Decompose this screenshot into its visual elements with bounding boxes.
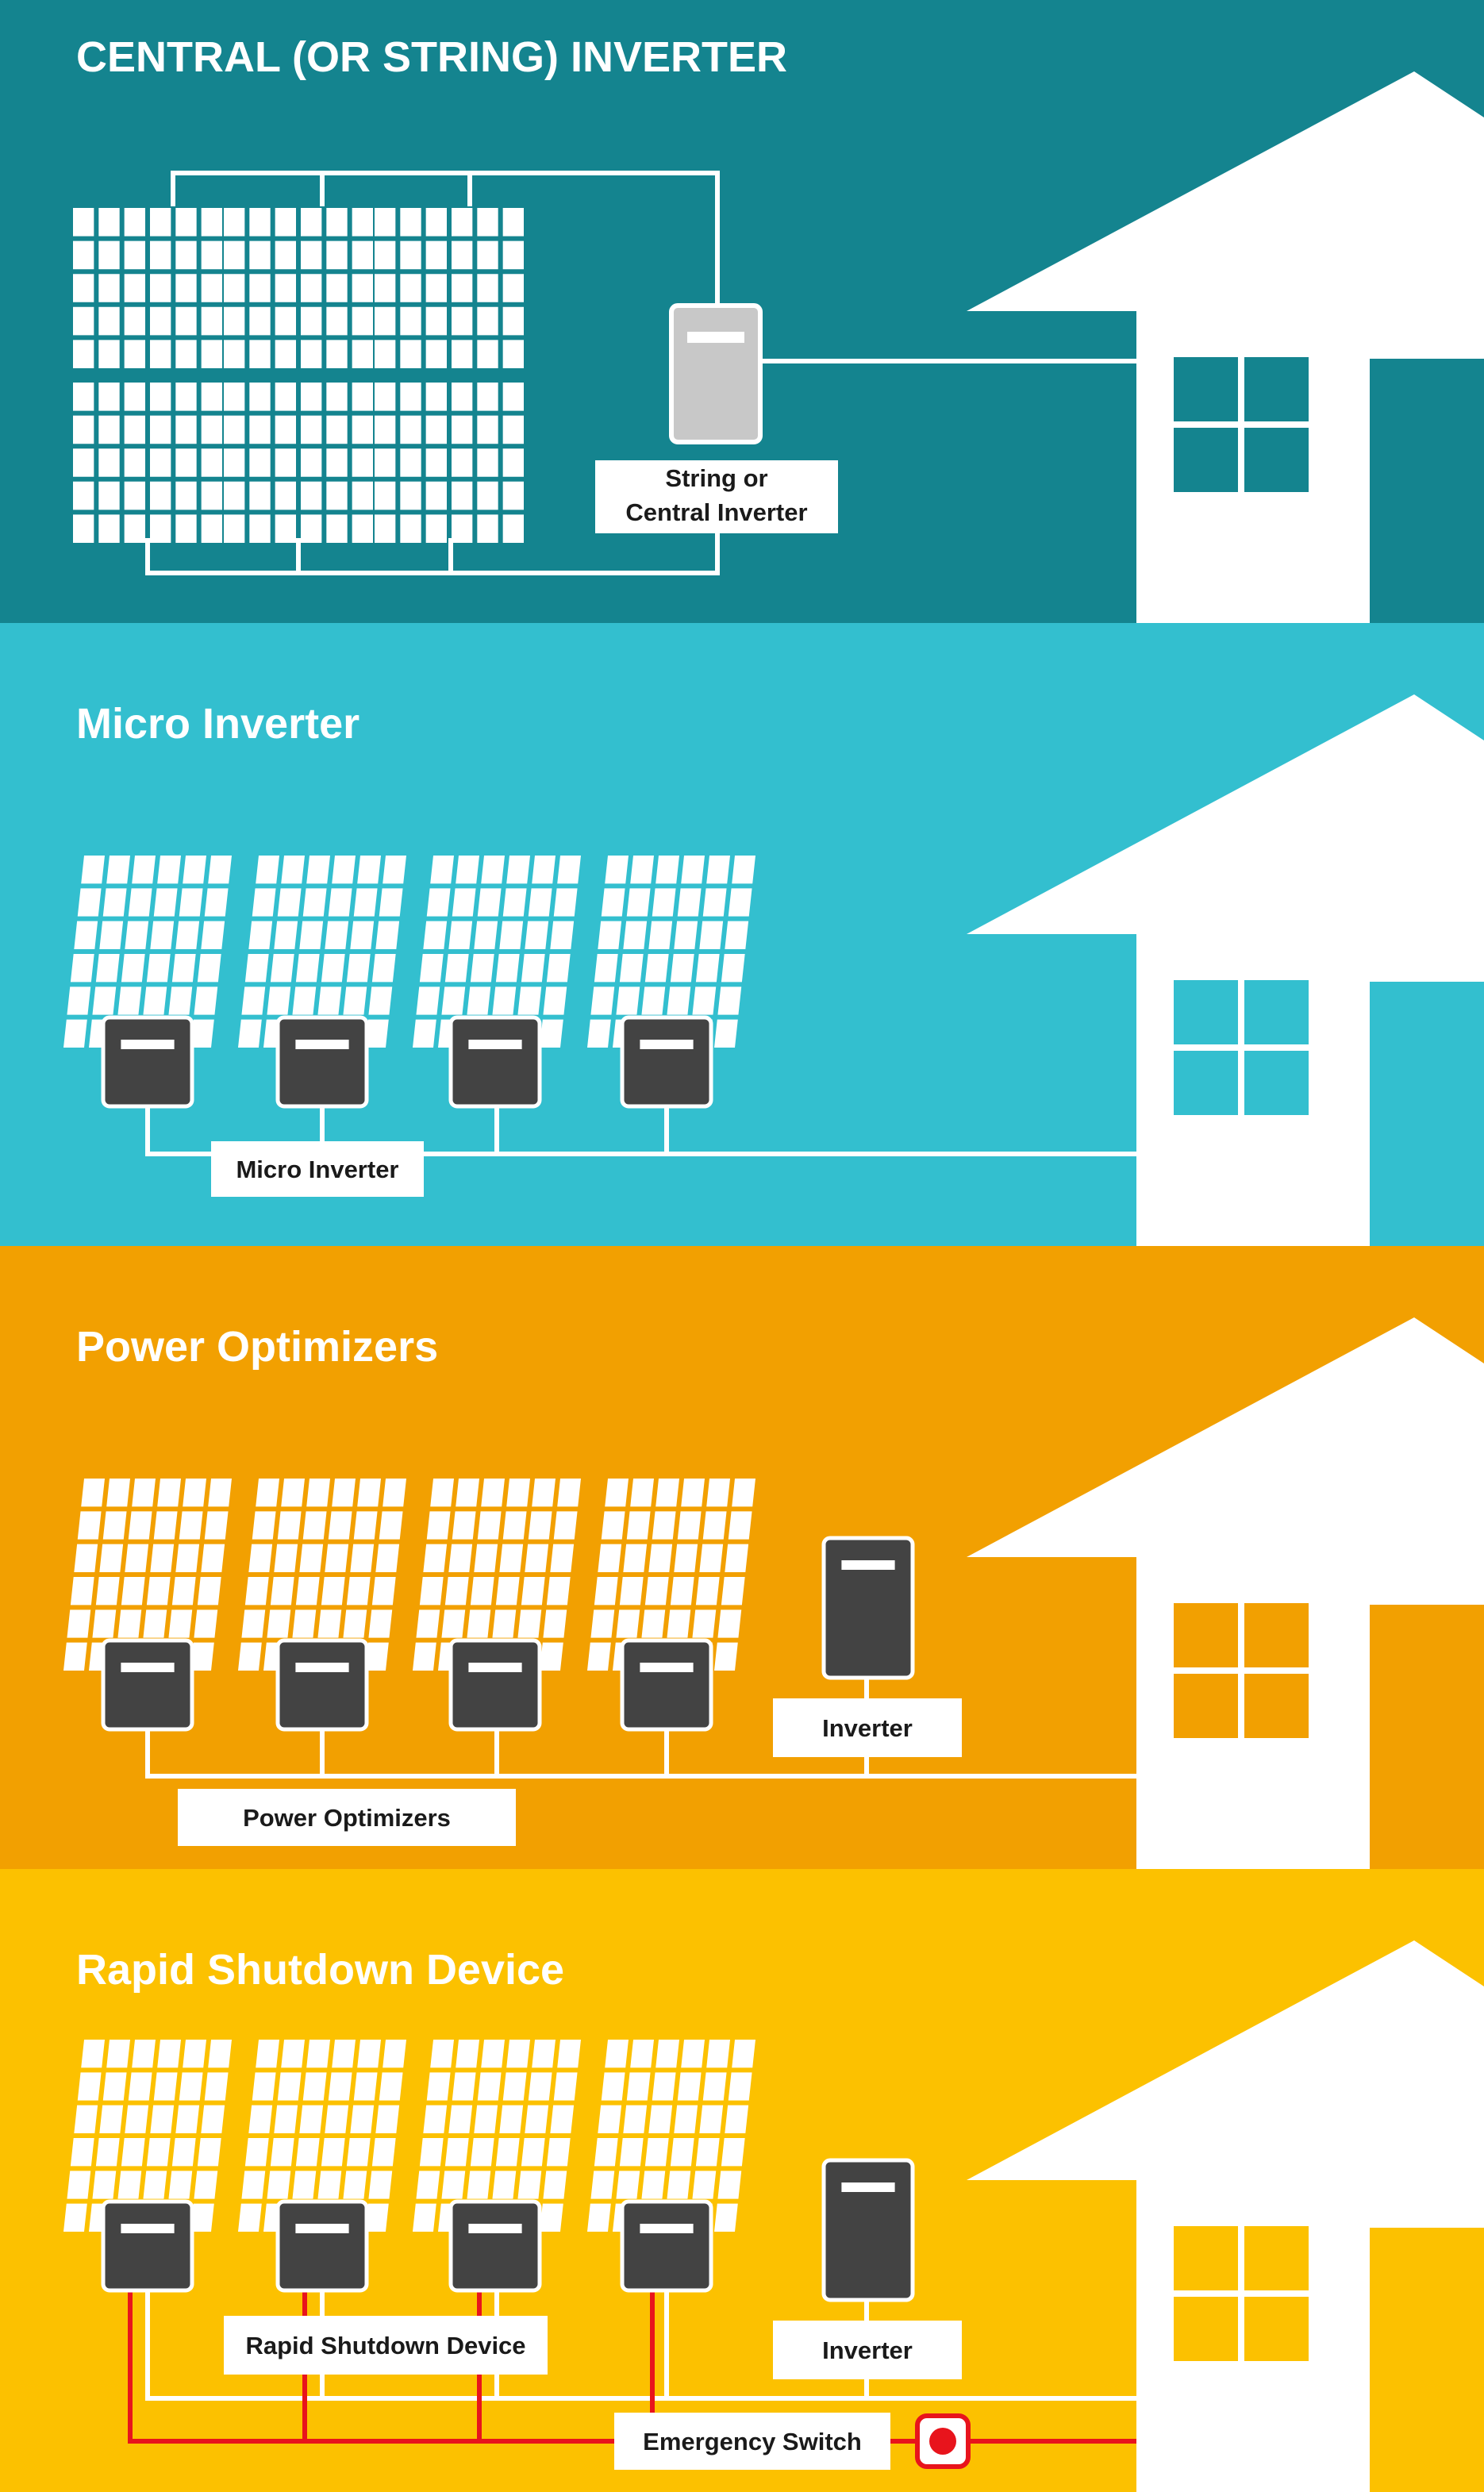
- optimizer-label: Power Optimizers: [243, 1804, 451, 1832]
- central-label-box: [595, 460, 838, 533]
- house-icon: [967, 694, 1484, 1246]
- solar-panel-icon: [375, 208, 524, 368]
- house-icon: [967, 71, 1484, 623]
- rapid-shutdown-icon: [620, 2199, 713, 2293]
- solar-panel-icon: [224, 383, 373, 543]
- house-icon: [967, 1940, 1484, 2492]
- inverter-icon: [101, 1015, 194, 1109]
- optimizer-icon: [448, 1638, 542, 1732]
- optimizer-icon: [101, 1638, 194, 1732]
- emergency-switch-label-box: [614, 2413, 890, 2470]
- section-central-title: CENTRAL (OR STRING) INVERTER: [76, 33, 787, 81]
- solar-panel-icon: [73, 383, 222, 543]
- solar-panel-icon: [413, 856, 581, 1048]
- solar-panel-icon: [587, 2040, 755, 2232]
- solar-panel-icon: [375, 383, 524, 543]
- micro-label-box: [211, 1141, 424, 1197]
- section-optimizer: Power Optimizers Inverter Power Optimize…: [0, 1246, 1484, 1869]
- rapid-label: Rapid Shutdown Device: [245, 2332, 525, 2359]
- rapid-label-box: [224, 2316, 548, 2375]
- section-rapid: Rapid Shutdown Device Rapid Shutdown Dev…: [0, 1869, 1484, 2492]
- optimizer-icon: [620, 1638, 713, 1732]
- inverter-icon: [821, 1536, 915, 1680]
- inverter-icon: [620, 1015, 713, 1109]
- central-label-line1: String or: [665, 464, 767, 492]
- optimizer-icon: [275, 1638, 369, 1732]
- central-label-line2: Central Inverter: [625, 498, 807, 526]
- section-micro-title: Micro Inverter: [76, 700, 359, 748]
- inverter-icon: [275, 1015, 369, 1109]
- rapid-shutdown-icon: [101, 2199, 194, 2293]
- micro-label: Micro Inverter: [236, 1156, 398, 1183]
- rapid-inverter-label: Inverter: [822, 2336, 913, 2364]
- solar-panel-icon: [238, 856, 406, 1048]
- central-panels: [73, 208, 524, 543]
- solar-panel-icon: [73, 208, 222, 368]
- section-optimizer-title: Power Optimizers: [76, 1323, 438, 1371]
- emergency-switch-label: Emergency Switch: [643, 2428, 862, 2455]
- rapid-inverter-label-box: [773, 2321, 962, 2379]
- inverter-icon: [669, 303, 763, 444]
- house-icon: [967, 1317, 1484, 1869]
- optimizer-inverter-label-box: [773, 1698, 962, 1757]
- optimizer-label-box: [178, 1789, 516, 1846]
- section-rapid-title: Rapid Shutdown Device: [76, 1946, 564, 1994]
- optimizer-inverter-label: Inverter: [822, 1714, 913, 1742]
- emergency-switch-icon: [915, 2413, 971, 2469]
- rapid-shutdown-icon: [275, 2199, 369, 2293]
- solar-panel-icon: [224, 208, 373, 368]
- central-wires: [145, 171, 1136, 575]
- section-central: CENTRAL (OR STRING) INVERTER String or C…: [0, 0, 1484, 623]
- inverter-icon: [448, 1015, 542, 1109]
- rapid-shutdown-icon: [448, 2199, 542, 2293]
- micro-devices: [101, 1015, 713, 1109]
- optimizer-devices: [101, 1536, 915, 1732]
- section-micro: Micro Inverter Micro Inverter: [0, 623, 1484, 1246]
- rapid-devices: [101, 2158, 915, 2302]
- inverter-icon: [821, 2158, 915, 2302]
